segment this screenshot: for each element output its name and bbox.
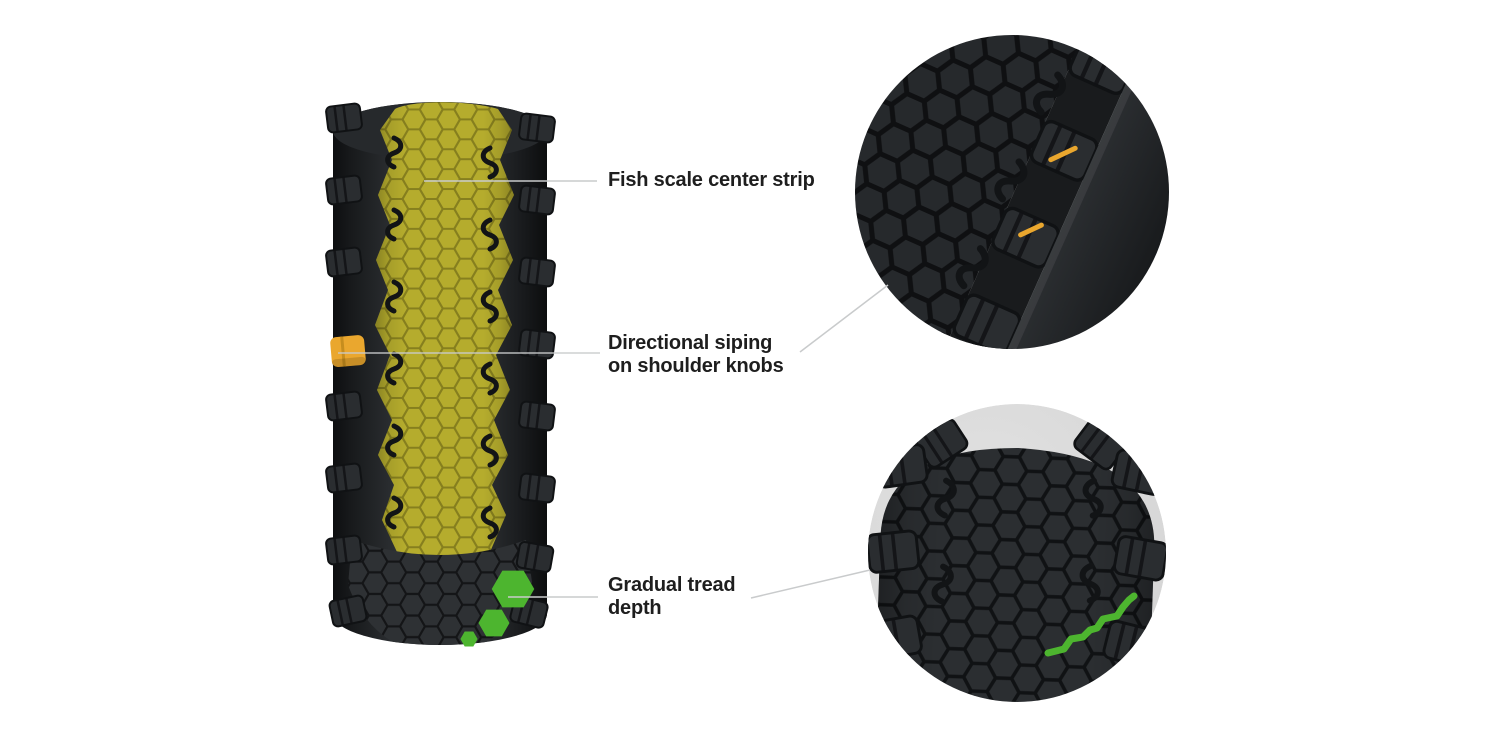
tire-siping-highlight: [330, 335, 366, 368]
callout-line: Fish scale center strip: [608, 169, 815, 191]
callout-directional-siping: Directional siping on shoulder knobs: [608, 332, 784, 378]
callout-line: Gradual tread: [608, 574, 736, 596]
leader-line-siping-to-inset: [799, 284, 889, 353]
inset-tread-depth-circle: [868, 404, 1166, 702]
callout-fish-scale-center-strip: Fish scale center strip: [608, 169, 815, 192]
callout-line: on shoulder knobs: [608, 355, 784, 377]
main-tire-illustration: [324, 101, 557, 647]
callout-gradual-tread-depth: Gradual tread depth: [608, 574, 736, 620]
inset-tread-depth-green-line: [1044, 592, 1138, 657]
inset-siping-orange-marks: [1018, 145, 1078, 238]
callout-line: Directional siping: [608, 332, 773, 354]
leader-line-depth-to-inset: [750, 569, 871, 599]
tire-center-strip-highlight: [375, 102, 514, 560]
callout-line: depth: [608, 597, 662, 619]
